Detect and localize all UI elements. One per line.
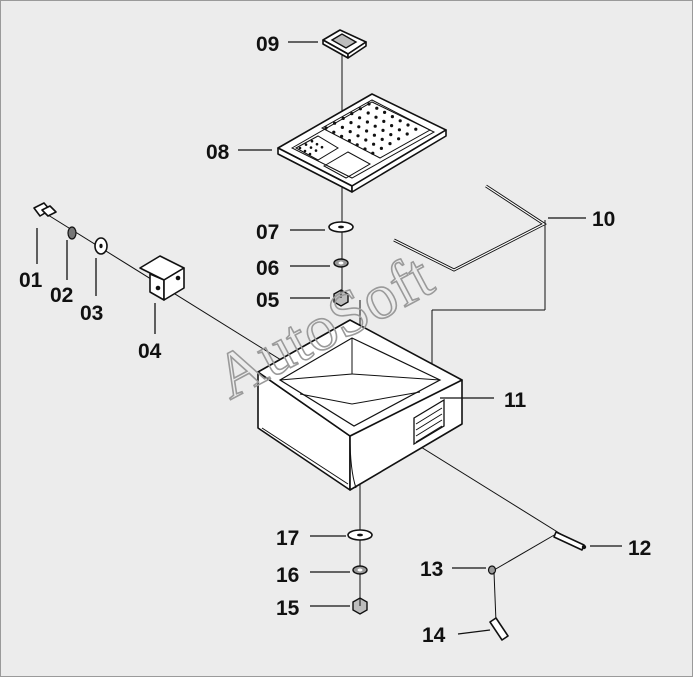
part-05-nut bbox=[333, 289, 349, 307]
callout-labels: 09 08 07 06 05 10 11 12 13 14 17 16 15 0… bbox=[19, 33, 651, 647]
lid-grid-dot bbox=[379, 146, 383, 150]
callout-09: 09 bbox=[256, 33, 279, 56]
part-04-bracket bbox=[139, 255, 185, 301]
callout-03: 03 bbox=[80, 302, 103, 325]
lid-grid-dot bbox=[340, 134, 344, 138]
part-12-pin bbox=[553, 531, 587, 551]
callout-07: 07 bbox=[256, 221, 279, 244]
lid-grid-dot bbox=[355, 143, 359, 147]
lid-grid-dot bbox=[414, 127, 418, 131]
part-10-wire-frame bbox=[393, 184, 547, 272]
lid-grid-dot bbox=[365, 120, 369, 124]
callout-13: 13 bbox=[420, 558, 443, 581]
lid-grid-dot bbox=[365, 129, 369, 133]
callout-11: 11 bbox=[504, 389, 527, 412]
lid-grid-dot bbox=[383, 110, 387, 114]
lid-grid-dot bbox=[341, 116, 345, 120]
lid-grid-dot bbox=[375, 106, 379, 110]
callout-15: 15 bbox=[276, 597, 300, 620]
lid-grid-dot bbox=[357, 125, 361, 129]
lid-grid-dot bbox=[397, 128, 401, 132]
box-vent bbox=[413, 398, 445, 446]
lid-grid-dot bbox=[350, 112, 354, 116]
part-01-bolt bbox=[33, 202, 57, 217]
callout-14: 14 bbox=[422, 624, 446, 647]
lid-grid-dot bbox=[363, 147, 367, 151]
lid-grid-dot bbox=[397, 137, 401, 141]
lid-grid-dot bbox=[364, 138, 368, 142]
part-06-lock-washer bbox=[333, 258, 349, 268]
lid-grid-dot bbox=[366, 111, 370, 115]
part-15-nut bbox=[352, 597, 368, 615]
part-02-washer bbox=[67, 226, 77, 240]
lid-grid-dot bbox=[358, 116, 362, 120]
part-11-box bbox=[257, 319, 463, 491]
lid-recess-dot bbox=[309, 146, 313, 149]
callout-06: 06 bbox=[256, 257, 279, 280]
lid-grid-dot bbox=[373, 124, 377, 128]
lid-grid-dot bbox=[340, 125, 344, 129]
lid-grid-dot bbox=[358, 107, 362, 111]
callout-02: 02 bbox=[50, 284, 73, 307]
lid-grid-dot bbox=[371, 151, 375, 155]
lid-recess-dot bbox=[303, 149, 307, 153]
lid-grid-dot bbox=[381, 128, 385, 132]
callout-10: 10 bbox=[592, 208, 615, 231]
part-03-washer bbox=[94, 237, 108, 255]
callout-17: 17 bbox=[276, 527, 299, 550]
lid-recess-dot bbox=[310, 139, 314, 143]
part-09-clip bbox=[322, 29, 367, 59]
part-07-washer bbox=[328, 221, 354, 233]
lid-grid-dot bbox=[349, 121, 353, 125]
lid-grid-dot bbox=[324, 126, 328, 130]
lid-grid-dot bbox=[347, 139, 351, 143]
lid-recess-dot bbox=[304, 143, 308, 146]
lid-grid-dot bbox=[356, 134, 360, 138]
callout-leaders bbox=[36, 41, 622, 635]
callout-08: 08 bbox=[206, 141, 230, 164]
callout-05: 05 bbox=[256, 289, 280, 312]
lid-recess-dot bbox=[298, 146, 302, 150]
lid-grid-dot bbox=[389, 133, 393, 137]
part-14-rod bbox=[489, 571, 509, 641]
callout-04: 04 bbox=[138, 340, 162, 363]
lid-grid-dot bbox=[348, 130, 352, 134]
lid-recess-dot bbox=[308, 152, 312, 156]
part-08-lid bbox=[277, 93, 447, 193]
lid-grid-dot bbox=[390, 124, 394, 128]
lid-grid-dot bbox=[372, 133, 376, 137]
part-17-washer bbox=[347, 529, 373, 541]
lid-grid-dot bbox=[380, 137, 384, 141]
part-16-lock-washer bbox=[352, 565, 368, 575]
lid-grid-dot bbox=[382, 119, 386, 123]
lid-grid-dot bbox=[388, 142, 392, 146]
callout-12: 12 bbox=[628, 537, 651, 560]
lid-grid-dot bbox=[406, 123, 410, 127]
lid-recess-dot bbox=[320, 145, 324, 149]
lid-grid-dot bbox=[374, 115, 378, 119]
callout-01: 01 bbox=[19, 269, 43, 292]
lid-grid-dot bbox=[333, 121, 337, 125]
lid-grid-dot bbox=[398, 119, 402, 123]
callout-16: 16 bbox=[276, 564, 299, 587]
lid-recess-dot bbox=[314, 149, 318, 152]
lid-recess-dot bbox=[315, 142, 319, 146]
lid-grid-dot bbox=[372, 142, 376, 146]
lid-grid-dot bbox=[405, 132, 409, 136]
lid-grid-dot bbox=[367, 102, 371, 106]
lid-grid-dot bbox=[332, 130, 336, 134]
part-13-clip bbox=[487, 565, 497, 575]
lid-grid-dot bbox=[390, 115, 394, 119]
